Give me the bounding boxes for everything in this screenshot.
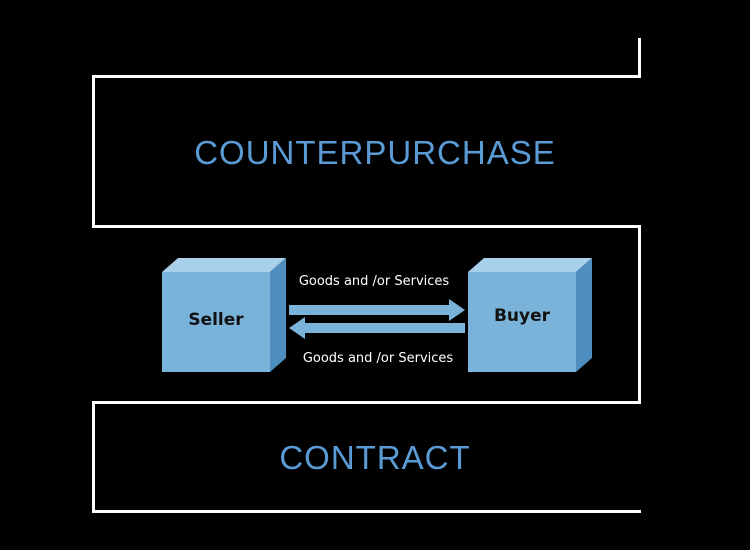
flow-forward-label: Goods and /or Services	[298, 274, 450, 289]
heading-contract: CONTRACT	[279, 439, 471, 476]
heading-counterpurchase: COUNTERPURCHASE	[194, 134, 556, 171]
arrow-buyer-to-seller	[289, 317, 465, 339]
frame-top-right-vertical	[638, 38, 641, 76]
frame-bottom-left-vertical	[92, 401, 95, 513]
flow-back-label: Goods and /or Services	[302, 351, 454, 366]
arrow-seller-to-buyer	[289, 299, 465, 321]
frame-top-left-vertical	[92, 75, 95, 227]
frame-middle-right-vertical	[638, 225, 641, 403]
buyer-box: Buyer	[466, 256, 594, 374]
seller-box: Seller	[160, 256, 288, 374]
frame-middle-bottom-horizontal	[92, 401, 641, 404]
seller-box-shape	[162, 258, 286, 372]
buyer-label: Buyer	[493, 306, 551, 326]
seller-label: Seller	[188, 310, 244, 330]
buyer-box-shape	[468, 258, 592, 372]
frame-top-horizontal	[92, 75, 641, 78]
frame-bottom-horizontal	[92, 510, 641, 513]
frame-middle-top-horizontal	[92, 225, 641, 228]
